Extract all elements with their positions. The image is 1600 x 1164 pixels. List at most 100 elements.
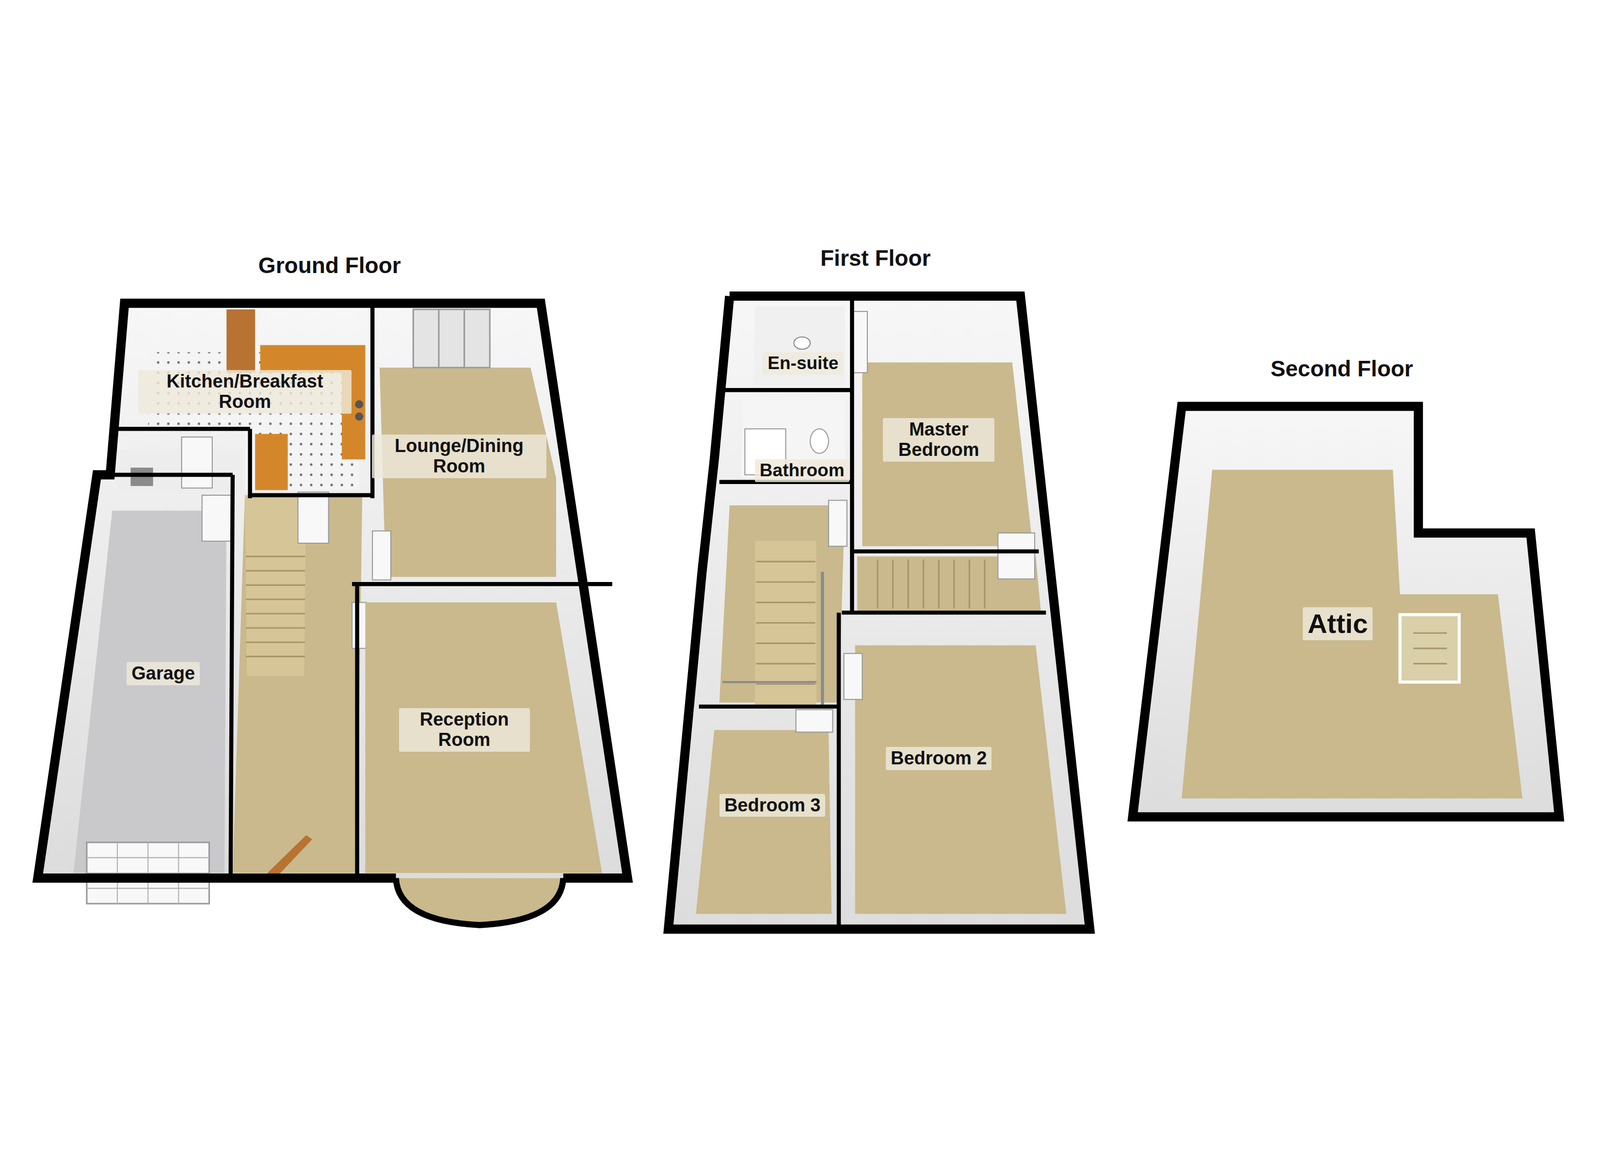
plan-polygon: [855, 645, 1067, 914]
plan-rect: [226, 309, 256, 373]
plan-line: [836, 612, 841, 929]
room-area: Bedroom 3: [705, 723, 839, 887]
plan-g: [245, 556, 305, 656]
plan-line: [1413, 662, 1447, 665]
plan-line: [1413, 647, 1447, 649]
plan-rect: [298, 492, 329, 544]
plan-polygon: [267, 834, 313, 878]
room-label: Attic: [1302, 607, 1373, 640]
plan-line: [851, 549, 1039, 554]
plan-line: [354, 583, 359, 878]
plan-rect: [372, 530, 391, 580]
plan-line: [756, 622, 816, 624]
plan-line: [876, 559, 879, 609]
plan-path: [396, 878, 564, 926]
plan-rect: [843, 653, 863, 700]
room-area: Kitchen/Breakfast Room: [132, 351, 358, 433]
room-area: Reception Room: [362, 607, 567, 852]
plan-rect: [852, 311, 867, 373]
plan-line: [247, 428, 252, 498]
plan-line: [722, 680, 817, 683]
plan-line: [907, 559, 910, 609]
ground-floor-plan: [37, 303, 628, 925]
floor-heading-holder: Ground Floor: [258, 252, 401, 279]
plan-line: [756, 601, 816, 604]
plan-polygon: [862, 362, 1033, 546]
plan-rect: [1400, 614, 1460, 682]
plan-line: [245, 626, 305, 629]
room-label: Lounge/Dining Room: [371, 434, 547, 479]
plan-polygon: [1132, 406, 1560, 817]
floor-heading-holder: First Floor: [820, 244, 931, 272]
plan-line: [699, 704, 839, 709]
plan-line: [849, 296, 854, 613]
plan-line: [245, 569, 305, 572]
plan-line: [463, 309, 465, 368]
plan-rect: [828, 500, 848, 547]
floor-heading: First Floor: [820, 244, 931, 272]
plan-g: [756, 561, 816, 685]
plan-g: [699, 296, 1047, 929]
room-label: Master Bedroom: [882, 417, 995, 462]
plan-line: [245, 641, 305, 643]
room-label: Reception Room: [399, 707, 530, 752]
room-label: En-suite: [762, 352, 844, 375]
plan-ellipse: [793, 336, 811, 350]
plan-polygon: [754, 541, 816, 705]
plan-line: [756, 662, 816, 665]
plan-polyline: [668, 296, 1090, 929]
plan-line: [147, 842, 149, 904]
plan-line: [841, 610, 1046, 615]
plan-rect: [202, 495, 233, 542]
plan-line: [756, 560, 816, 562]
room-label: Garage: [126, 661, 200, 686]
plan-line: [116, 842, 118, 904]
room-label: Bathroom: [754, 459, 850, 482]
plan-line: [756, 580, 816, 583]
plan-rect: [1400, 614, 1460, 682]
plan-polyline: [37, 303, 628, 878]
plan-rect: [997, 532, 1035, 579]
plan-line: [112, 426, 251, 431]
plan-line: [245, 655, 305, 657]
plan-line: [756, 683, 816, 685]
plan-rect: [181, 436, 213, 488]
plan-line: [892, 559, 894, 609]
plan-polygon: [365, 602, 602, 873]
room-area: Attic: [1184, 480, 1491, 767]
room-area: Lounge/Dining Room: [368, 353, 550, 559]
room-label: Bedroom 2: [885, 746, 992, 770]
plan-circle: [354, 400, 364, 409]
plan-line: [245, 555, 305, 558]
plan-line: [177, 842, 179, 904]
room-area: Bathroom: [741, 452, 863, 488]
plan-line: [922, 559, 925, 609]
plan-line: [938, 559, 940, 609]
plan-polygon: [37, 303, 628, 878]
floor-heading: Second Floor: [1270, 355, 1414, 382]
plan-polygon: [1181, 469, 1523, 799]
second-floor-plan: [1132, 406, 1560, 817]
plan-polygon: [232, 495, 363, 873]
room-area: Master Bedroom: [862, 352, 1016, 527]
plan-line: [724, 387, 852, 392]
plan-line: [756, 642, 816, 644]
plan-g: [96, 303, 613, 878]
plan-line: [953, 559, 955, 609]
room-area: Garage: [101, 520, 225, 827]
plan-circle: [354, 412, 364, 421]
plan-polygon: [73, 510, 227, 873]
plan-line: [1413, 632, 1447, 634]
plan-rect: [796, 709, 833, 732]
plan-line: [96, 472, 233, 477]
plan-g: [86, 842, 210, 904]
first-floor-plan: [668, 296, 1092, 929]
plan-line: [250, 493, 373, 497]
plan-polygon: [752, 306, 845, 386]
plan-line: [230, 474, 233, 879]
plan-ellipse: [810, 428, 829, 454]
plan-line: [437, 309, 440, 368]
